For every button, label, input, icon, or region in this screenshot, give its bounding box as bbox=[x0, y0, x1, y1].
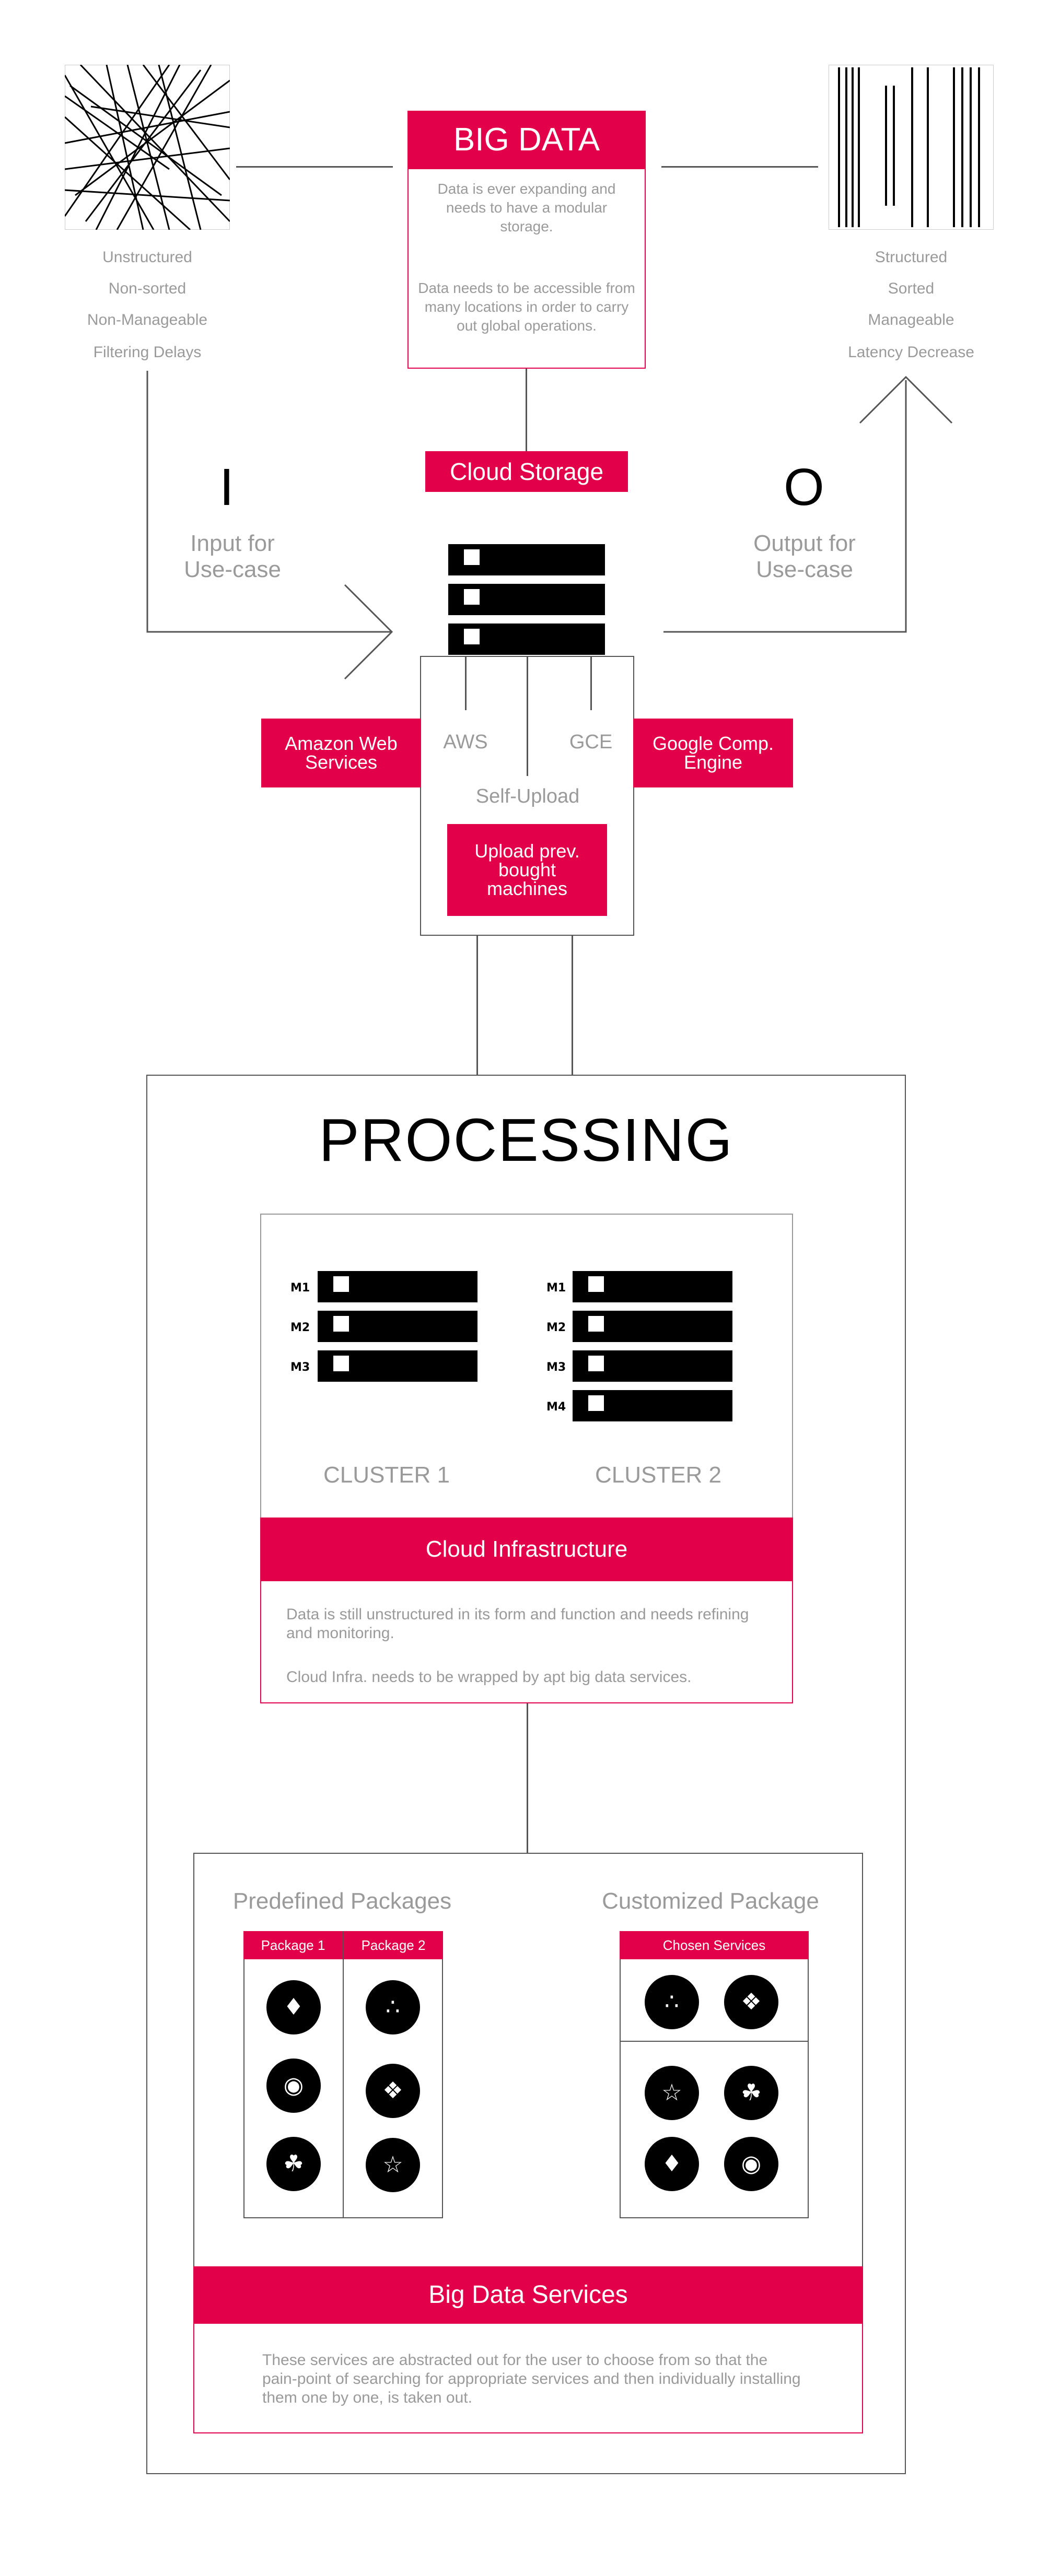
structured-lines-image bbox=[829, 65, 994, 230]
connector-gce bbox=[590, 656, 592, 710]
cloud-infra-note-1: Data is still unstructured in its form a… bbox=[286, 1606, 749, 1642]
predefined-packages-title: Predefined Packages bbox=[232, 1888, 452, 1914]
aws-label: AWS bbox=[443, 731, 488, 753]
star-icon: ☆ bbox=[366, 2138, 420, 2192]
machine-label: M3 bbox=[546, 1361, 566, 1374]
unstructured-label: Filtering Delays bbox=[93, 344, 202, 361]
tree-icon: ☘ bbox=[266, 2137, 321, 2191]
connector-infra-services bbox=[527, 1703, 528, 1854]
big-data-title: BIG DATA bbox=[407, 111, 646, 169]
server-unit bbox=[573, 1271, 732, 1302]
output-label: Output for Use-case bbox=[753, 531, 856, 582]
gce-badge: Google Comp. Engine bbox=[633, 719, 793, 787]
cloud-storage-badge: Cloud Storage bbox=[425, 451, 628, 492]
connector-left bbox=[236, 166, 393, 168]
unstructured-lines-image bbox=[65, 65, 230, 230]
chosen-services-header: Chosen Services bbox=[620, 1931, 809, 1959]
cluster-1-label: CLUSTER 1 bbox=[323, 1462, 450, 1488]
machine-label: M1 bbox=[290, 1281, 310, 1295]
big-data-services-bar: Big Data Services bbox=[193, 2266, 863, 2324]
big-data-box bbox=[407, 111, 646, 369]
customized-package-title: Customized Package bbox=[602, 1888, 819, 1914]
server-unit bbox=[448, 544, 605, 575]
server-unit bbox=[573, 1311, 732, 1342]
tree-icon: ☘ bbox=[724, 2066, 778, 2120]
processing-box bbox=[146, 1075, 906, 2474]
unstructured-label: Unstructured bbox=[102, 249, 192, 266]
processing-title: PROCESSING bbox=[319, 1106, 733, 1174]
server-unit bbox=[448, 624, 605, 655]
server-unit bbox=[318, 1311, 477, 1342]
server-unit bbox=[573, 1390, 732, 1421]
eye-icon: ◉ bbox=[266, 2059, 321, 2113]
aws-badge: Amazon Web Services bbox=[261, 719, 421, 787]
output-arrow bbox=[663, 375, 953, 633]
hive-icon: ♦ bbox=[266, 1980, 321, 2034]
eye-icon: ◉ bbox=[724, 2137, 778, 2191]
structured-label: Latency Decrease bbox=[848, 344, 974, 361]
gce-label: GCE bbox=[569, 731, 613, 753]
self-upload-label: Self-Upload bbox=[475, 785, 580, 807]
package-1-header: Package 1 bbox=[243, 1931, 343, 1959]
connector-right bbox=[661, 166, 818, 168]
big-data-para-1: Data is ever expanding and needs to have… bbox=[437, 181, 616, 234]
package-2-header: Package 2 bbox=[344, 1931, 443, 1959]
cloud-infrastructure-bar: Cloud Infrastructure bbox=[260, 1518, 793, 1581]
connector-bigdata-storage bbox=[526, 369, 527, 451]
dolphin-icon: ❖ bbox=[724, 1975, 778, 2029]
connector-aws bbox=[465, 656, 467, 710]
hive-icon: ♦ bbox=[645, 2137, 699, 2191]
output-letter: O bbox=[784, 458, 824, 516]
connector-self-upload bbox=[527, 656, 528, 776]
cloud-infra-note-2: Cloud Infra. needs to be wrapped by apt … bbox=[286, 1668, 692, 1686]
unstructured-label: Non-Manageable bbox=[87, 311, 208, 328]
server-unit bbox=[318, 1350, 477, 1382]
structured-label: Structured bbox=[875, 249, 948, 266]
input-arrow bbox=[146, 371, 393, 680]
machine-label: M4 bbox=[546, 1401, 566, 1414]
chosen-divider bbox=[620, 2041, 809, 2042]
star-icon: ☆ bbox=[645, 2066, 699, 2120]
server-unit bbox=[318, 1271, 477, 1302]
cluster-2-label: CLUSTER 2 bbox=[595, 1462, 722, 1488]
connector-processing-right bbox=[572, 936, 573, 1076]
big-data-para-2: Data needs to be accessible from many lo… bbox=[418, 280, 635, 334]
machine-label: M2 bbox=[290, 1321, 310, 1334]
structured-label: Manageable bbox=[868, 311, 954, 328]
dolphin-icon: ❖ bbox=[366, 2064, 420, 2118]
input-letter: I bbox=[219, 458, 234, 516]
nodes-icon: ∴ bbox=[366, 1980, 420, 2034]
nodes-icon: ∴ bbox=[645, 1975, 699, 2029]
machine-label: M3 bbox=[290, 1361, 310, 1374]
services-note: These services are abstracted out for th… bbox=[262, 2351, 801, 2406]
upload-machines-button[interactable]: Upload prev. bought machines bbox=[447, 824, 607, 916]
structured-label: Sorted bbox=[888, 280, 935, 297]
input-label: Input for Use-case bbox=[184, 531, 281, 582]
machine-label: M1 bbox=[546, 1281, 566, 1295]
server-unit bbox=[448, 584, 605, 615]
connector-processing-left bbox=[476, 936, 478, 1076]
server-unit bbox=[573, 1350, 732, 1382]
machine-label: M2 bbox=[546, 1321, 566, 1334]
unstructured-label: Non-sorted bbox=[108, 280, 187, 297]
